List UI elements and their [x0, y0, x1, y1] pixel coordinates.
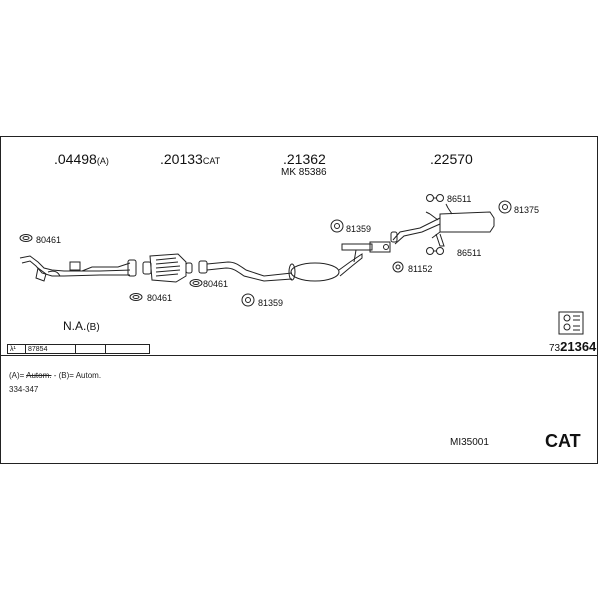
empty-cell: [76, 345, 106, 353]
part-number-22570: .22570: [430, 151, 473, 167]
label-86511: 86511: [457, 248, 482, 258]
model-code: MI35001: [450, 437, 489, 448]
code-cell: 87854: [26, 345, 76, 353]
label-81359: 81359: [346, 224, 372, 234]
note-line-2: 334-347: [9, 385, 39, 394]
empty-cell: [106, 345, 149, 353]
diagram-frame: [0, 136, 598, 464]
label-80461: 80461: [203, 279, 229, 289]
reference-number: 7321364: [549, 339, 597, 354]
gasket-icon: [189, 279, 203, 287]
mk-label: MK 85386: [281, 167, 327, 178]
code-strip: λ¹ 87854: [7, 344, 150, 354]
label-80461: 80461: [36, 235, 62, 245]
label-80461: 80461: [147, 293, 173, 303]
part-number-21362: .21362: [283, 151, 326, 167]
label-81152: 81152: [408, 264, 433, 274]
na-label: N.A.(B): [63, 319, 100, 333]
part-number-04498: .04498(A): [54, 151, 109, 167]
gasket-icon: [129, 293, 143, 301]
cat-label: CAT: [545, 431, 581, 451]
label-86511: 86511: [447, 194, 472, 204]
note-line-1: (A)= Autom. - (B)= Autom.: [9, 371, 102, 380]
label-81359: 81359: [258, 298, 284, 308]
label-81375: 81375: [514, 205, 540, 215]
divider: [0, 355, 598, 356]
gasket-icon: [19, 234, 33, 242]
part-number-20133: .20133CAT: [160, 151, 221, 167]
lambda-cell: λ¹: [8, 345, 26, 353]
